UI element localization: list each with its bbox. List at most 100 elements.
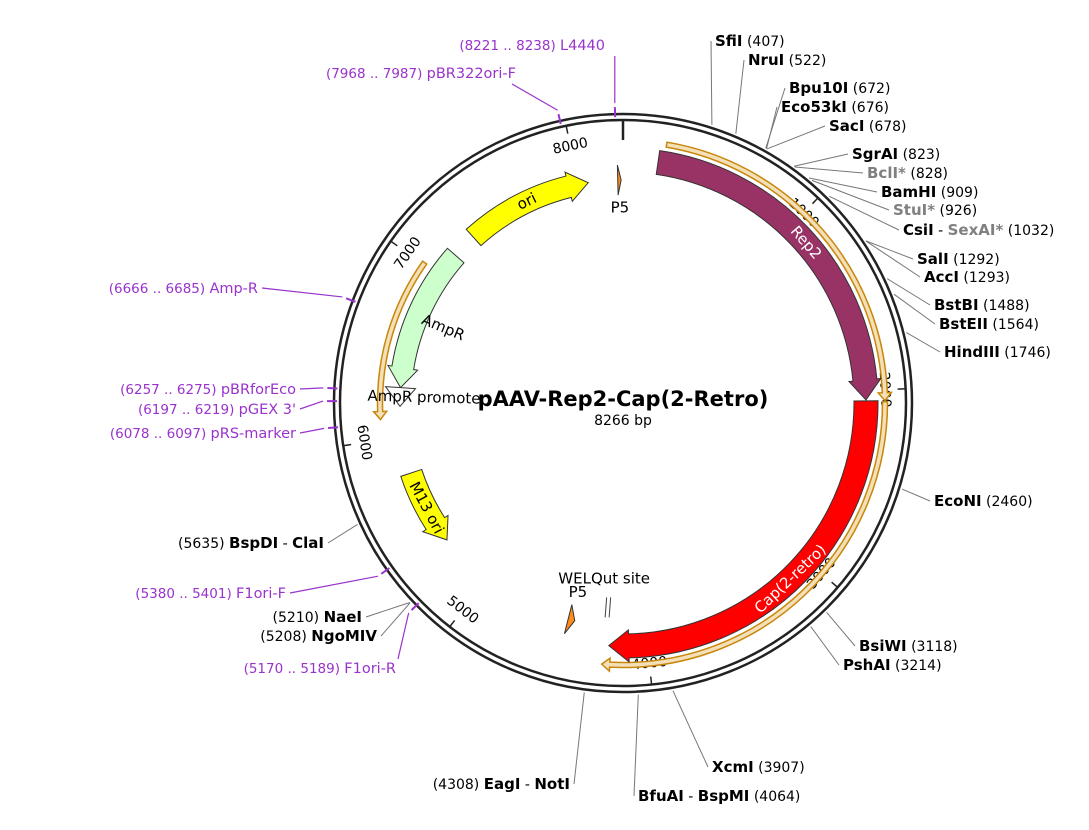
feature-ampr-promoter-arrow — [384, 386, 417, 408]
site-csii-sep: - — [934, 223, 948, 239]
leader-lines — [261, 40, 941, 797]
site-sgrai-name: SgrAI — [852, 145, 898, 163]
orf-outlines — [372, 141, 893, 673]
site-eco53ki-label: Eco53kI (676) — [781, 98, 889, 116]
site-csii-name2: SexAI* — [948, 221, 1004, 239]
site-eagi-name: EagI — [484, 775, 521, 793]
feature-p5-label: P5 — [569, 583, 588, 601]
site-bsteii-pos: (1564) — [988, 317, 1039, 333]
feature-ampr-promoter-label: AmpR promoter — [367, 387, 487, 408]
site-ngomiv-pos: (5208) — [260, 629, 311, 645]
site-bspdi-name: BspDI — [229, 534, 278, 552]
primer-f1ori-f-mark — [380, 567, 391, 575]
site-sfii-pos: (407) — [743, 34, 785, 50]
backbone — [332, 112, 914, 694]
primer-l4440-range: (8221 .. 8238) — [459, 38, 560, 54]
primer-pbrforeco-leader — [299, 387, 324, 390]
site-hindiii-name: HindIII — [944, 343, 1000, 361]
primer-amp-r-leader — [261, 287, 343, 298]
site-nrui-leader — [735, 59, 745, 134]
tick-1000 — [811, 197, 819, 205]
tick-8000 — [565, 125, 569, 134]
site-csii-label: CsiI - SexAI* (1032) — [903, 221, 1054, 239]
site-saci-label: SacI (678) — [829, 117, 907, 135]
site-bpu10i-pos: (672) — [848, 81, 890, 97]
site-stui-label: StuI* (926) — [893, 201, 977, 219]
site-csii-leader — [829, 195, 900, 231]
primer-f1ori-f-range: (5380 .. 5401) — [135, 586, 236, 602]
orf-outline-1 — [665, 141, 893, 402]
primers: (8221 .. 8238) L4440 (7968 .. 7987) pBR32… — [109, 38, 617, 677]
site-sali-name: SalI — [917, 250, 949, 268]
site-bcli-pos: (828) — [906, 166, 948, 182]
site-sgrai-label: SgrAI (823) — [852, 145, 940, 163]
site-eco53ki-name: Eco53kI — [781, 98, 847, 116]
site-bpu10i-label: Bpu10I (672) — [789, 79, 890, 97]
site-bfuai-name: BfuAI — [638, 787, 684, 805]
site-eco53ki-leader — [766, 106, 778, 149]
site-nrui-label: NruI (522) — [748, 51, 826, 69]
site-acci-name: AccI — [924, 268, 959, 286]
site-naei-pos: (5210) — [273, 610, 324, 626]
tick-5000 — [449, 619, 456, 628]
site-stui-name: StuI* — [893, 201, 935, 219]
site-bspdi-sep: - — [278, 536, 292, 552]
feature-ampr-label: AmpR — [419, 310, 467, 344]
feature-welqut-site-mark — [604, 597, 608, 618]
site-xcmi-leader — [672, 690, 709, 768]
primer-pbr322ori-f-name: pBR322ori-F — [427, 66, 516, 82]
tick-label-8000: 8000 — [551, 135, 589, 158]
site-nrui-name: NruI — [748, 51, 784, 69]
site-pshai-pos: (3214) — [891, 658, 942, 674]
primer-pgex-3-leader — [299, 400, 324, 410]
site-bstbi-leader — [886, 278, 931, 306]
site-sfii-name: SfiI — [715, 32, 743, 50]
site-ngomiv-leader — [380, 602, 411, 637]
feature-p5-arrow — [563, 604, 576, 635]
site-acci-leader — [865, 240, 921, 278]
primer-amp-r-name: Amp-R — [209, 281, 258, 297]
center-labels: pAAV-Rep2-Cap(2-Retro) 8266 bp — [478, 387, 769, 429]
primer-prs-marker-name: pRS-marker — [211, 426, 296, 442]
primer-pbr322ori-f-label: (7968 .. 7987) pBR322ori-F — [326, 66, 516, 82]
site-pshai-leader — [810, 626, 840, 666]
site-sali-label: SalI (1292) — [917, 250, 1000, 268]
site-eagi-sep: - — [520, 777, 534, 793]
restriction-sites: SfiI (407)NruI (522) Bpu10I (672)Eco53kI … — [178, 32, 1054, 805]
site-bcli-leader — [794, 166, 864, 174]
site-xcmi-label: XcmI (3907) — [712, 758, 805, 776]
primer-f1ori-r-name: F1ori-R — [344, 661, 396, 677]
site-bfuai-leader — [633, 694, 639, 797]
feature-welqut-site-mark-2 — [608, 597, 612, 618]
backbone-outer-circle — [332, 112, 914, 694]
primer-f1ori-f-leader — [289, 575, 379, 594]
site-econi-leader — [901, 488, 931, 502]
site-xcmi-pos: (3907) — [754, 760, 805, 776]
primer-f1ori-f-label: (5380 .. 5401) F1ori-F — [135, 586, 286, 602]
site-pshai-label: PshAI (3214) — [843, 656, 942, 674]
site-nrui-pos: (522) — [784, 53, 826, 69]
primer-l4440-label: (8221 .. 8238) L4440 — [459, 38, 605, 54]
site-bsiwi-label: BsiWI (3118) — [859, 637, 958, 655]
site-bspdi-leader — [327, 524, 358, 544]
plasmid-title: pAAV-Rep2-Cap(2-Retro) — [478, 387, 769, 411]
site-csii-name: CsiI — [903, 221, 934, 239]
site-econi-name: EcoNI — [934, 492, 982, 510]
feature-p5-arrow — [616, 164, 622, 196]
site-bspdi-name2: ClaI — [292, 534, 324, 552]
site-bspdi-label: (5635) BspDI - ClaI — [178, 534, 324, 552]
site-bamhi-pos: (909) — [936, 185, 978, 201]
site-xcmi-name: XcmI — [712, 758, 754, 776]
site-hindiii-label: HindIII (1746) — [944, 343, 1051, 361]
site-naei-name: NaeI — [324, 608, 362, 626]
primer-f1ori-r-range: (5170 .. 5189) — [244, 661, 345, 677]
site-acci-label: AccI (1293) — [924, 268, 1010, 286]
feature-ampr-arrow — [387, 247, 465, 389]
site-bsteii-name: BstEII — [939, 315, 988, 333]
primer-prs-marker-leader — [299, 427, 325, 434]
site-naei-leader — [365, 602, 410, 618]
tick-label-6000: 6000 — [353, 424, 374, 462]
feature-ori-arrow — [465, 171, 590, 247]
site-bsiwi-pos: (3118) — [907, 639, 958, 655]
site-saci-name: SacI — [829, 117, 864, 135]
